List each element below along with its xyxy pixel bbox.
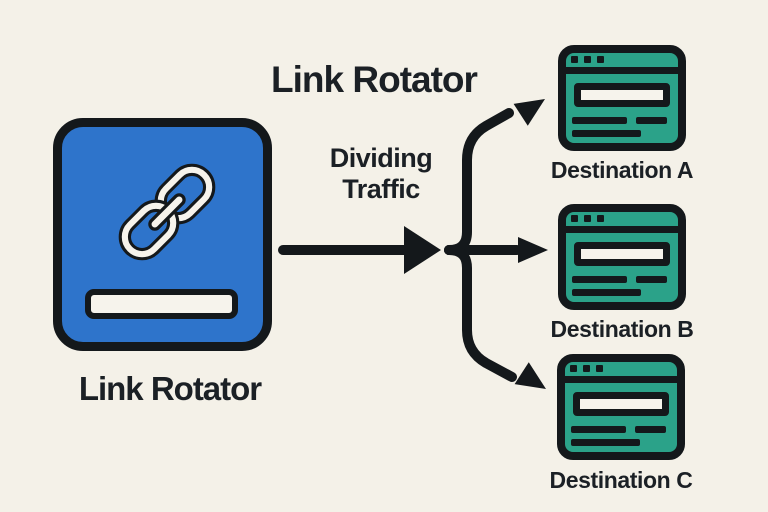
window-dot xyxy=(571,56,578,63)
window-text-line xyxy=(571,426,626,433)
window-dots-icon xyxy=(571,56,604,63)
branch-arrow-a-line xyxy=(444,108,514,255)
destination-a-label: Destination A xyxy=(550,157,694,183)
window-text-line xyxy=(572,289,641,296)
source-node-label: Link Rotator xyxy=(78,370,262,407)
main-arrow-head xyxy=(404,226,441,274)
window-dots-icon xyxy=(571,215,604,222)
window-text-line xyxy=(635,426,666,433)
branch-arrow-b-head xyxy=(518,237,548,263)
window-content-box xyxy=(573,392,669,416)
window-text-line xyxy=(636,276,667,283)
window-text-line xyxy=(572,130,641,137)
window-text-line xyxy=(572,276,627,283)
window-dot xyxy=(571,215,578,222)
window-dot xyxy=(584,215,591,222)
window-dot xyxy=(597,215,604,222)
window-dot xyxy=(570,365,577,372)
destination-a-window-icon xyxy=(558,45,686,151)
destination-c-label: Destination C xyxy=(549,467,693,493)
window-text-line xyxy=(636,117,667,124)
window-dots-icon xyxy=(570,365,603,372)
window-dot xyxy=(583,365,590,372)
window-header-divider xyxy=(565,376,677,383)
branch-arrow-c-head xyxy=(514,362,546,389)
window-dot xyxy=(596,365,603,372)
destination-b-window-icon xyxy=(558,204,686,310)
window-content-box xyxy=(574,242,670,266)
window-text-line xyxy=(571,439,640,446)
branch-arrow-a-head xyxy=(513,99,545,126)
destination-c-window-icon xyxy=(557,354,685,460)
window-text-line xyxy=(572,117,627,124)
destination-b-label: Destination B xyxy=(550,316,694,342)
window-header-divider xyxy=(566,67,678,74)
chain-link-icon xyxy=(118,163,216,261)
window-dot xyxy=(584,56,591,63)
address-bar-shape xyxy=(85,289,238,319)
branch-arrow-c-line xyxy=(444,245,517,382)
flow-label: Dividing Traffic xyxy=(329,143,433,204)
window-dot xyxy=(597,56,604,63)
diagram-title: Link Rotator xyxy=(271,59,478,100)
window-content-box xyxy=(574,83,670,107)
window-header-divider xyxy=(566,226,678,233)
link-rotator-node xyxy=(53,118,272,351)
